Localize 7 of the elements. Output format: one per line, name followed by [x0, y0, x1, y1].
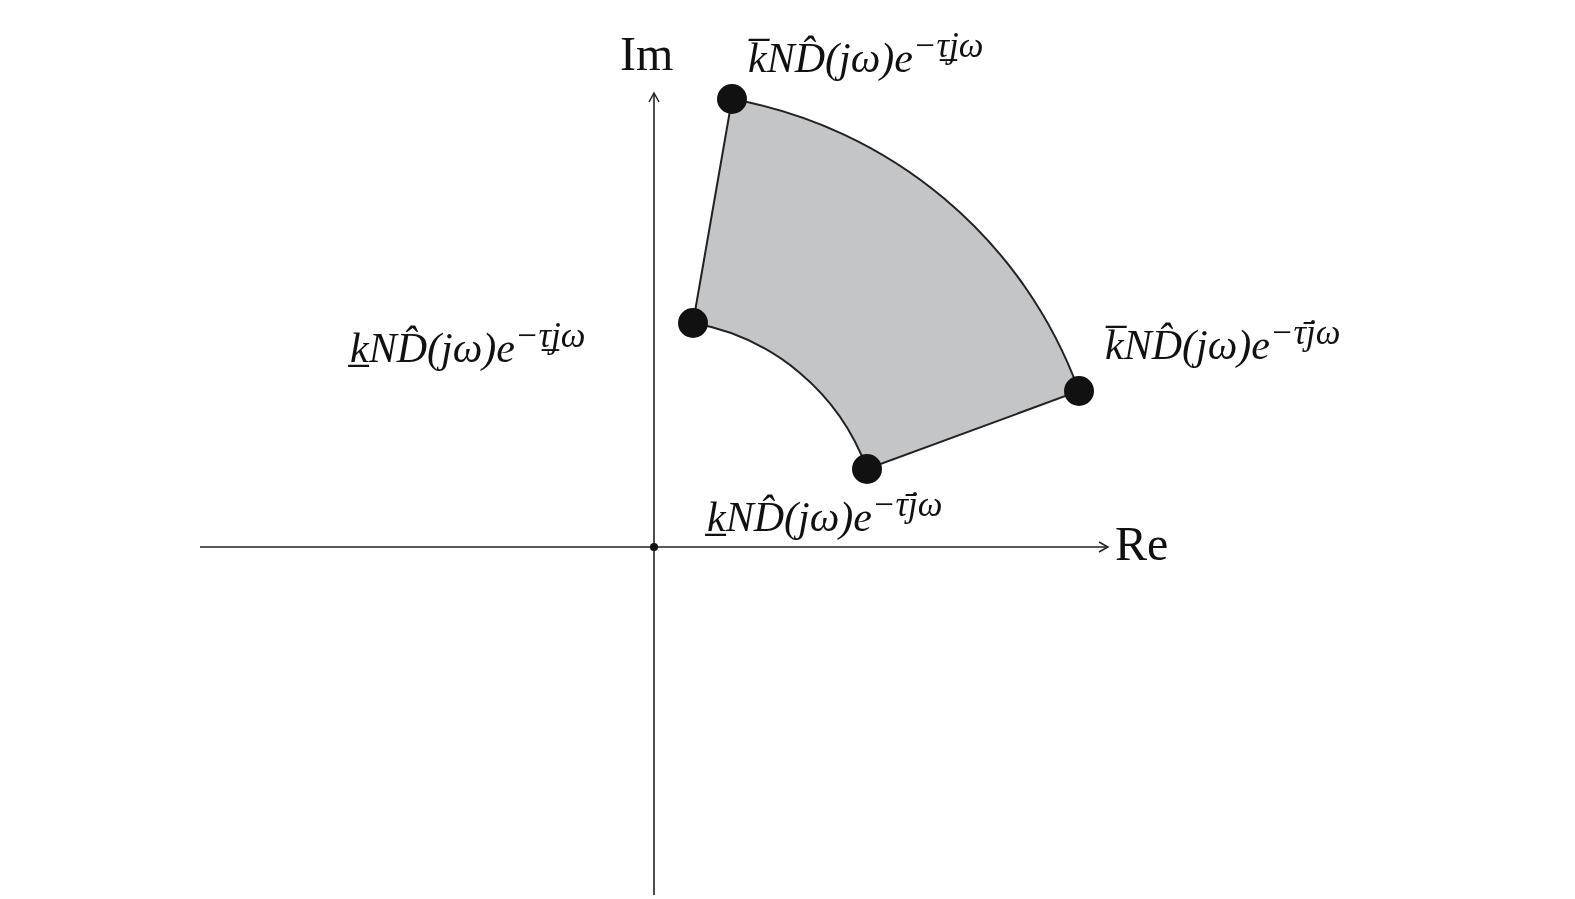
axis-label: Im	[620, 30, 674, 78]
vertex-label: k̅ND̂(jω)e$^{−τ̲jω}$	[748, 28, 984, 79]
vertex-label: k̲ND̂(jω)e$^{−τ̲jω}$	[350, 318, 586, 369]
vertex-label: k̅ND̂(jω)e$^{−τ̄jω}$	[1105, 315, 1341, 366]
shaded-sector-drawing	[678, 84, 1094, 484]
vertex-label: k̲ND̂(jω)e$^{−τ̄jω}$	[707, 487, 943, 538]
axis-label: Re	[1115, 520, 1169, 568]
